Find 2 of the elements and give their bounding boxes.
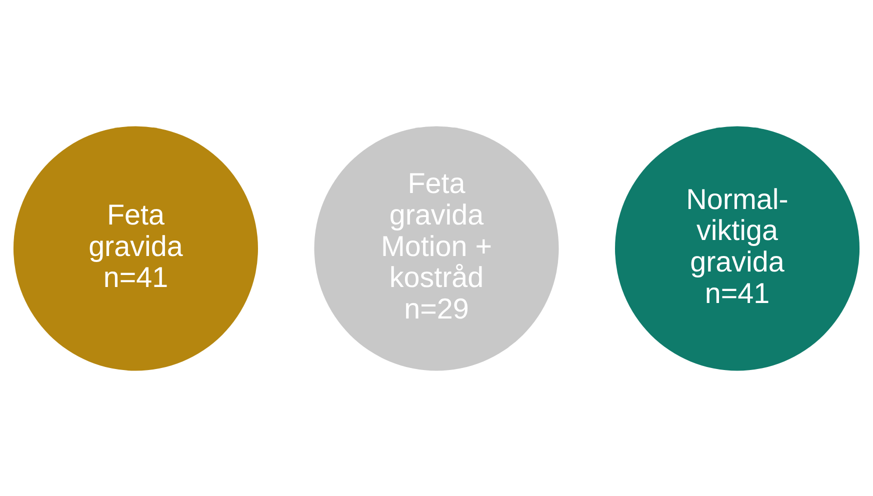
node-circle: Normal-viktiga gravida n=41 [615, 126, 860, 370]
node-circle: Feta gravida n=41 [13, 126, 258, 370]
